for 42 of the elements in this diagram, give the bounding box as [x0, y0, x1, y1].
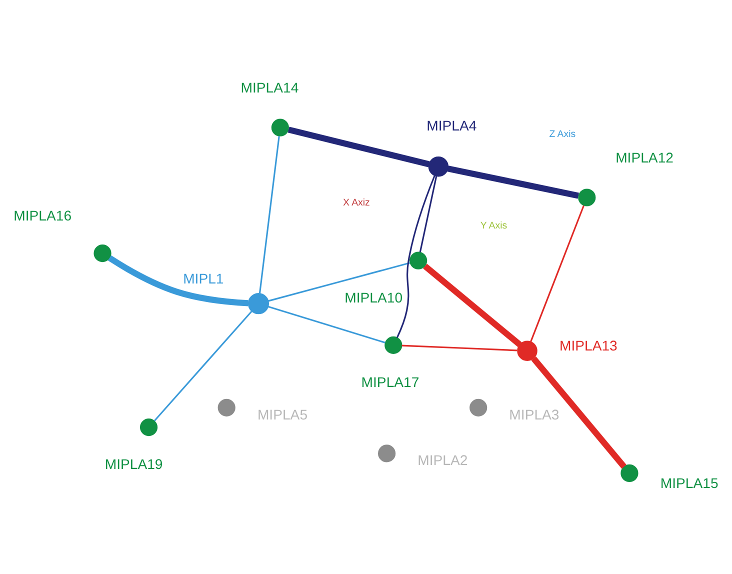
connector [268, 306, 386, 344]
connector [154, 310, 252, 422]
node-circle [578, 188, 596, 206]
connector [419, 176, 438, 252]
node-label: MIPLA14 [240, 80, 299, 96]
node-label: MIPLA12 [616, 150, 674, 166]
connector [402, 344, 518, 352]
connector [268, 262, 410, 302]
node-circle [517, 340, 538, 361]
node-circle [410, 252, 428, 270]
node-circle [378, 444, 396, 462]
label: Z Axis [549, 128, 576, 140]
node-circle [271, 118, 289, 136]
node-label: MIPLA13 [559, 337, 618, 354]
node-label: MIPLA10 [344, 289, 403, 306]
node-label: MIPLA5 [257, 406, 308, 422]
connector [531, 356, 626, 469]
label: X Axiz [342, 197, 370, 208]
node-label: MIPLA16 [14, 207, 72, 224]
node-circle [428, 156, 449, 177]
node-label: MIPLA3 [509, 406, 560, 422]
node-circle [94, 244, 112, 262]
node-label: MIPLA17 [361, 374, 420, 390]
node-label: MIPLA2 [418, 452, 468, 468]
node-circle [620, 464, 638, 482]
node-label: MIPL1 [183, 270, 224, 287]
node-circle [140, 418, 158, 436]
node-label: MIPLA4 [426, 117, 477, 134]
node-circle [218, 398, 236, 416]
connector [423, 264, 522, 347]
connector [108, 255, 248, 306]
node-label: MIPLA15 [660, 475, 718, 492]
node-label: MIPLA19 [104, 456, 163, 472]
node-circle [384, 336, 402, 354]
connector [396, 175, 436, 338]
node-circle [248, 293, 270, 314]
connector [288, 126, 430, 168]
connector [258, 136, 280, 294]
label: Y Axis [480, 220, 508, 232]
node-circle [470, 398, 488, 416]
connector [530, 205, 584, 342]
connector [447, 166, 580, 199]
